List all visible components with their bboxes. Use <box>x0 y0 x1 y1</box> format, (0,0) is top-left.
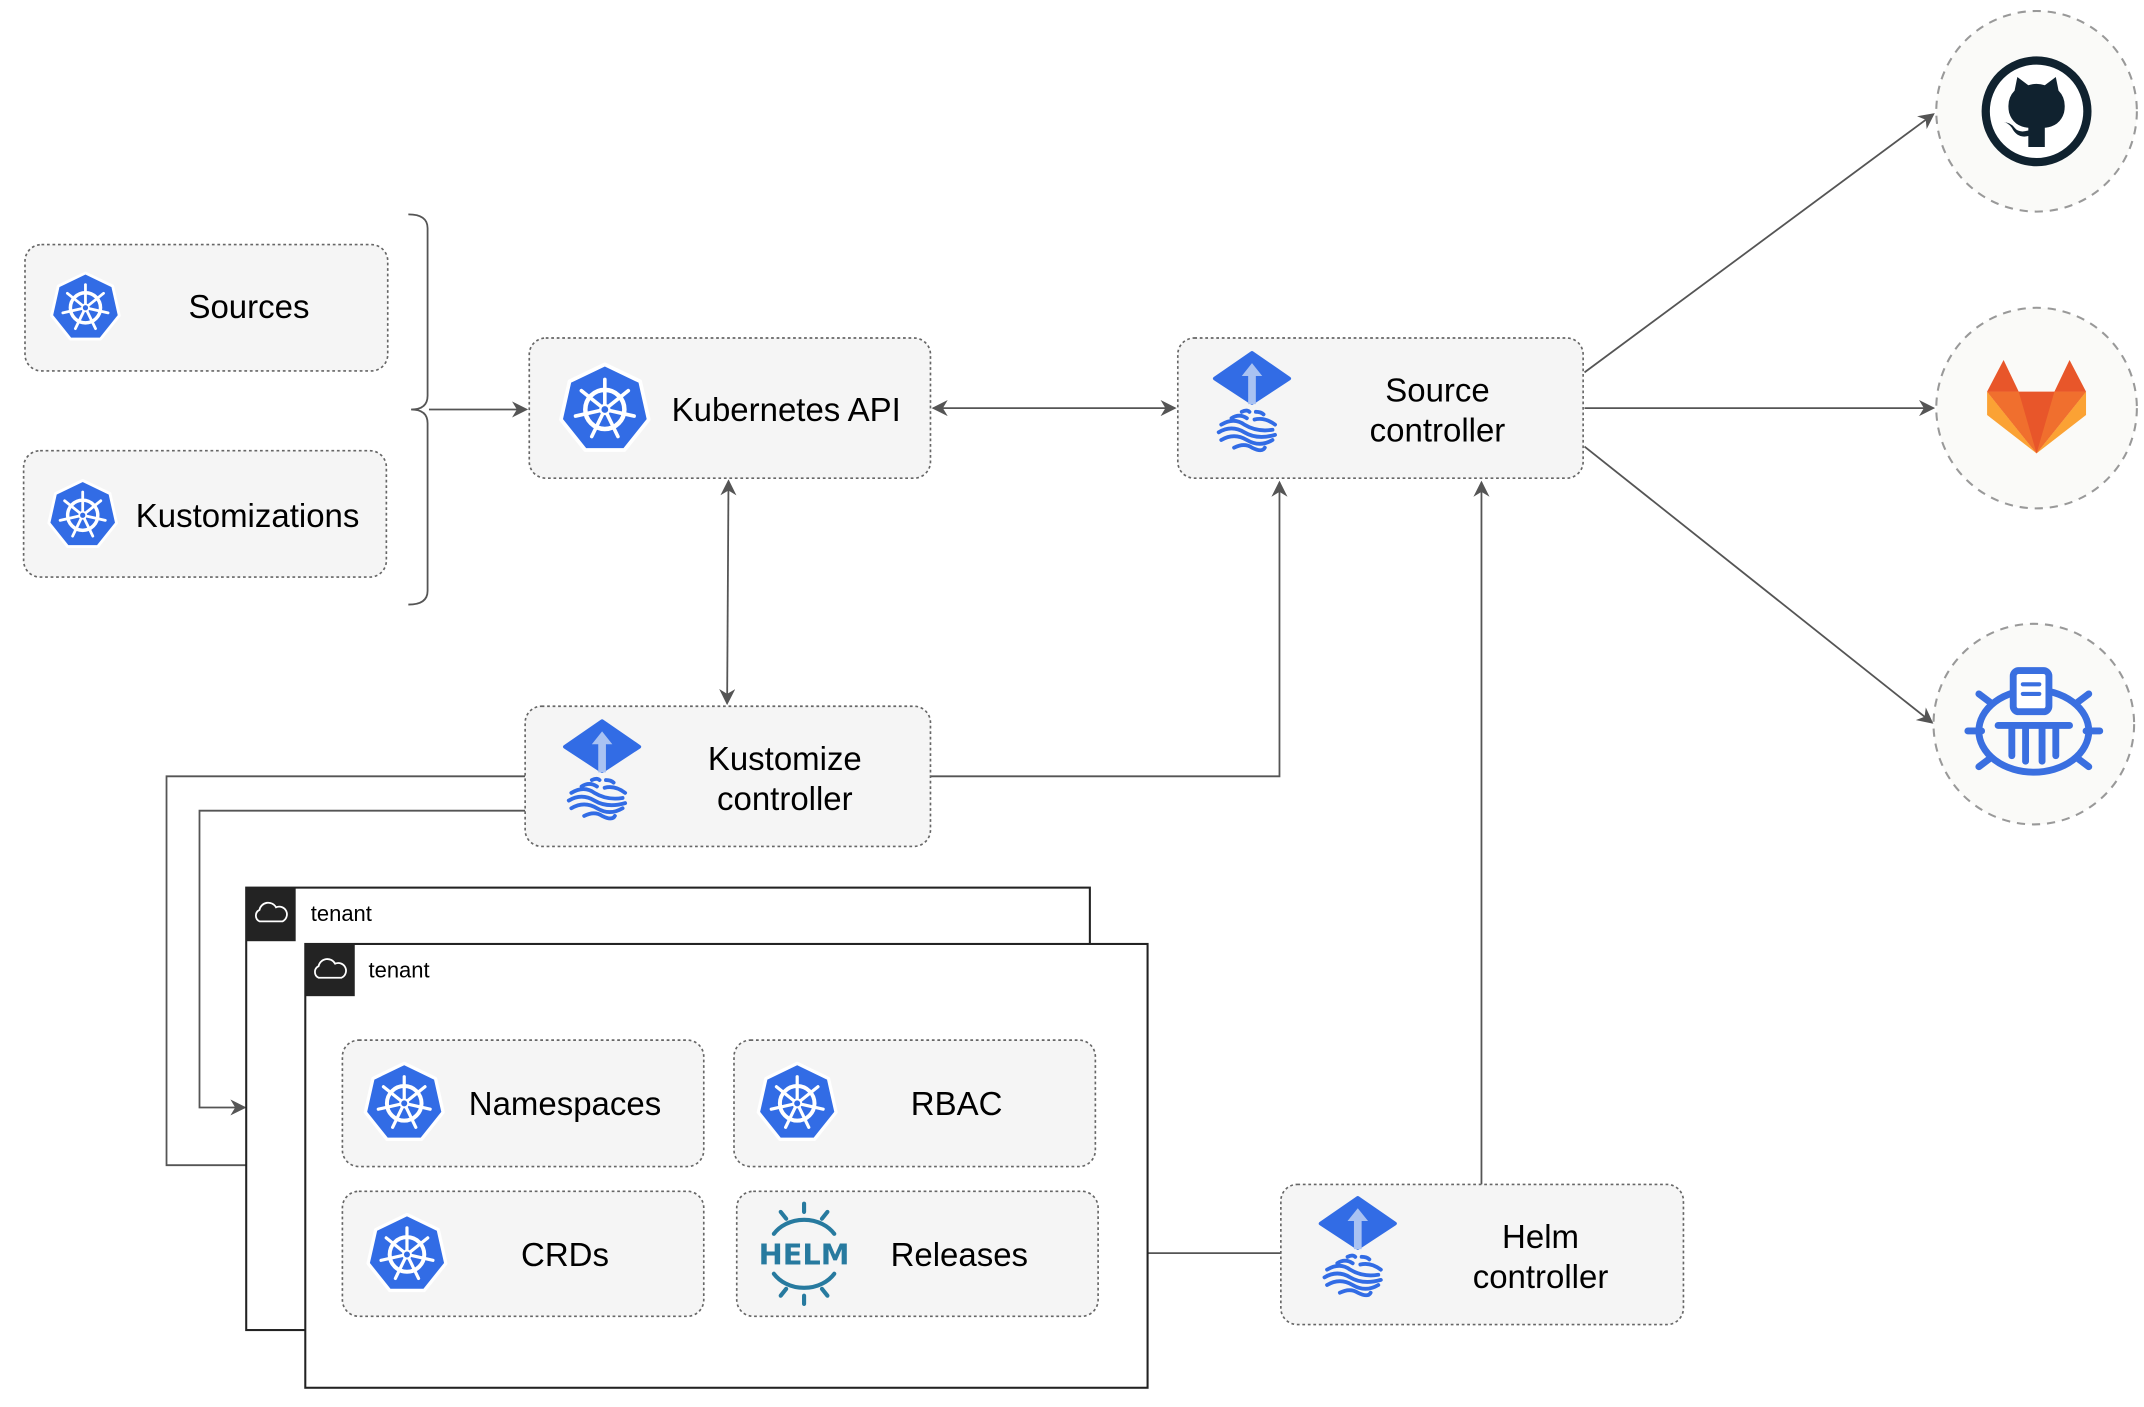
github-node[interactable] <box>1935 9 2138 213</box>
kubernetes-icon <box>366 1212 448 1293</box>
node-label-line1: Helm <box>1502 1218 1579 1255</box>
node-label-line2: controller <box>1370 412 1506 449</box>
input-brace <box>408 213 429 606</box>
node-label: Sources <box>188 288 309 325</box>
edges <box>165 113 1936 1262</box>
edge-source-to-github <box>1583 113 1935 374</box>
helm-controller-node[interactable]: Helm controller <box>1280 1183 1685 1326</box>
bucket-node[interactable] <box>1932 622 2136 826</box>
crds-node[interactable]: CRDs <box>341 1190 705 1318</box>
edge-kustomize-to-tenant-front <box>165 775 526 1174</box>
source-controller-node[interactable]: Source controller <box>1176 337 1584 479</box>
namespaces-node[interactable]: Namespaces <box>341 1039 705 1168</box>
node-label-line2: controller <box>1473 1258 1609 1295</box>
node-label: CRDs <box>521 1236 609 1273</box>
gitlab-icon <box>1987 359 2087 454</box>
kubernetes-icon <box>756 1061 839 1142</box>
kubernetes-icon <box>47 478 119 549</box>
kubernetes-icon <box>49 271 122 341</box>
github-icon <box>1981 56 2092 167</box>
node-label: Kustomizations <box>136 497 360 534</box>
node-label: Namespaces <box>469 1085 661 1122</box>
node-label-line1: Source <box>1385 372 1489 409</box>
sources-node[interactable]: Sources <box>24 243 389 372</box>
edge-source-to-bucket <box>1583 445 1934 724</box>
kubernetes-icon <box>363 1061 446 1142</box>
kubernetes-api-node[interactable]: Kubernetes API <box>528 337 932 479</box>
kustomize-controller-node[interactable]: Kustomize controller <box>524 705 932 848</box>
node-label-line2: controller <box>717 780 853 817</box>
node-label: Kubernetes API <box>672 391 901 428</box>
node-label: RBAC <box>911 1085 1003 1122</box>
helm-icon: HELM <box>759 1201 850 1307</box>
node-label: Releases <box>891 1236 1028 1273</box>
gitlab-node[interactable] <box>1935 306 2138 510</box>
bucket-icon <box>1964 667 2104 776</box>
edge-kustomize-to-tenant-back <box>198 809 526 1116</box>
kustomizations-node[interactable]: Kustomizations <box>22 449 388 578</box>
releases-node[interactable]: HELM Releases <box>735 1190 1099 1318</box>
edge-kustomize-to-source-controller <box>930 480 1288 778</box>
svg-text:HELM: HELM <box>759 1237 850 1271</box>
kubernetes-icon <box>561 364 649 450</box>
tenant-label: tenant <box>311 901 372 926</box>
tenant-label: tenant <box>369 958 430 983</box>
node-label-line1: Kustomize <box>708 740 862 777</box>
edge-kubernetes-api-kustomize-controller <box>719 479 737 706</box>
rbac-node[interactable]: RBAC <box>733 1039 1097 1168</box>
